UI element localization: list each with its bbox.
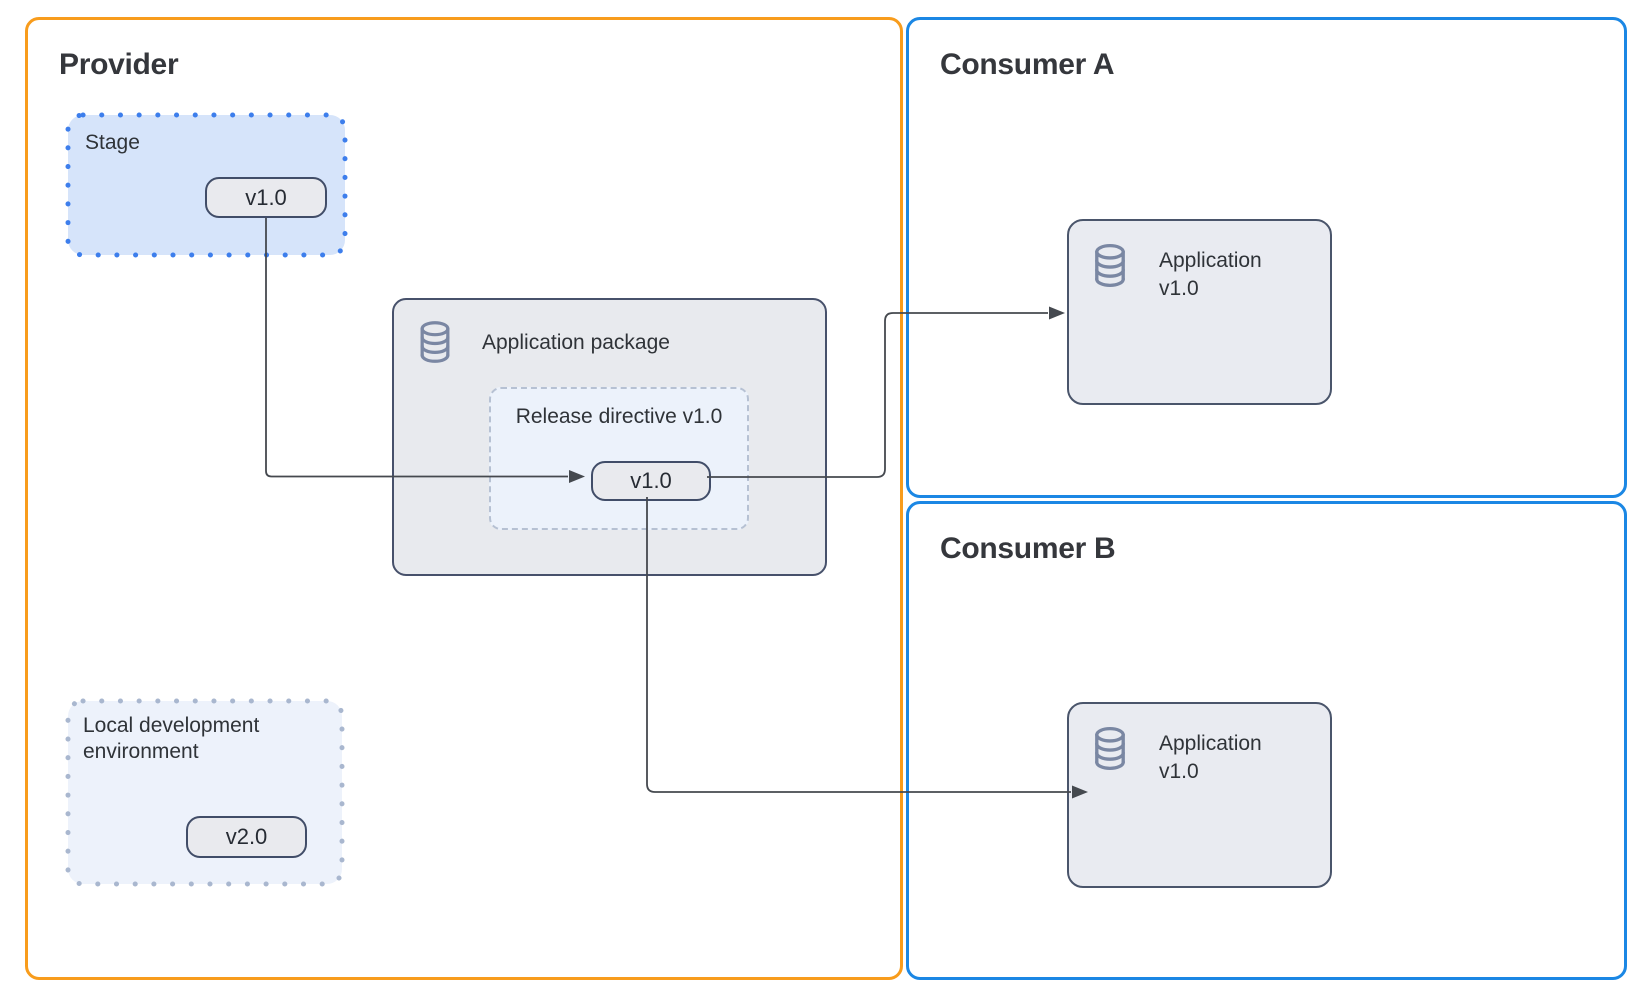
application-version: v1.0 xyxy=(1159,760,1199,783)
application-name: Application xyxy=(1159,249,1262,272)
consumer-a-application-box: Application v1.0 xyxy=(1067,219,1332,405)
database-icon xyxy=(1095,243,1125,288)
stage-box: Stage v1.0 xyxy=(65,112,348,258)
consumer-a-application-label: Application v1.0 xyxy=(1159,247,1262,303)
release-directive-version-pill: v1.0 xyxy=(591,461,711,501)
database-icon xyxy=(420,321,450,363)
consumer-b-application-box: Application v1.0 xyxy=(1067,702,1332,888)
local-dev-environment-label: Local development environment xyxy=(83,714,260,763)
local-dev-environment-box: Local development environment v2.0 xyxy=(65,698,345,887)
local-dev-version-pill: v2.0 xyxy=(186,816,307,858)
consumer-b-title: Consumer B xyxy=(940,532,1116,565)
consumer-a-region: Consumer A xyxy=(906,17,1627,498)
application-name: Application xyxy=(1159,732,1262,755)
release-directive-label: Release directive v1.0 xyxy=(515,405,723,428)
consumer-a-title: Consumer A xyxy=(940,48,1115,81)
provider-title: Provider xyxy=(59,48,179,81)
database-icon xyxy=(1095,726,1125,771)
application-package-label: Application package xyxy=(482,331,670,354)
consumer-b-application-label: Application v1.0 xyxy=(1159,730,1262,786)
stage-label: Stage xyxy=(85,131,140,154)
release-directive-box: Release directive v1.0 v1.0 xyxy=(489,387,749,530)
application-version: v1.0 xyxy=(1159,277,1199,300)
stage-version-pill: v1.0 xyxy=(205,177,327,218)
application-package-box: Application package Release directive v1… xyxy=(392,298,827,576)
